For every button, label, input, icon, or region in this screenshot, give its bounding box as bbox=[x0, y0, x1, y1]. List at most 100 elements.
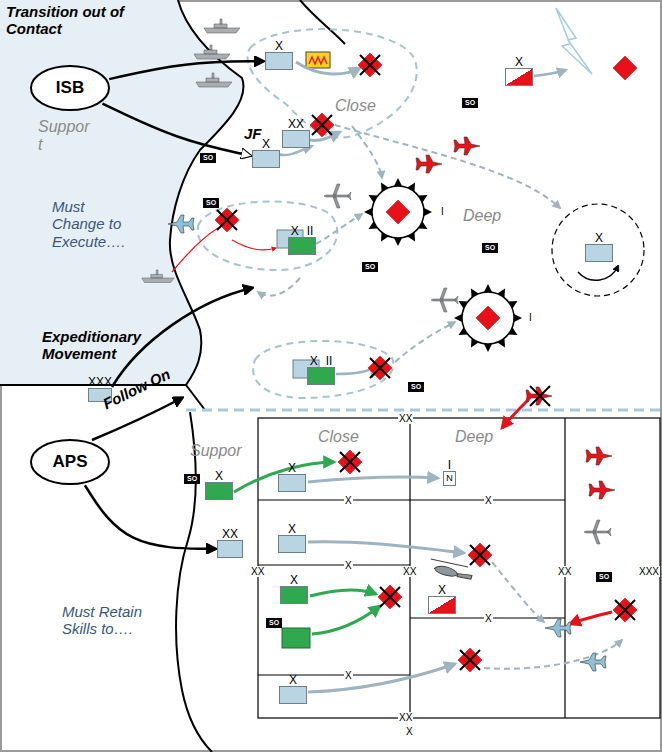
target-diamond bbox=[458, 648, 482, 672]
operation-envelope bbox=[248, 29, 417, 137]
echelon-mark: II bbox=[307, 225, 314, 238]
echelon-mark: X bbox=[288, 523, 296, 536]
echelon-mark: X bbox=[310, 355, 318, 368]
unit-tag: JF bbox=[244, 125, 262, 142]
destroy-cross bbox=[370, 358, 390, 378]
drone-icon bbox=[584, 520, 611, 544]
echelon-mark: XX bbox=[222, 528, 238, 541]
coastline bbox=[176, 412, 212, 752]
ring-tooth bbox=[484, 284, 492, 292]
maneuver-arrow bbox=[534, 70, 566, 76]
unit-mark: N bbox=[446, 474, 453, 483]
movement-arrow bbox=[109, 61, 263, 79]
maneuver-arrow bbox=[502, 400, 528, 428]
ship-icon bbox=[196, 73, 232, 87]
maneuver-arrow bbox=[578, 266, 618, 280]
base-name: ISB bbox=[56, 78, 84, 98]
ring-tooth bbox=[459, 301, 468, 308]
echelon-mark: X bbox=[262, 138, 270, 151]
maneuver-arrow bbox=[258, 278, 300, 296]
ring-tooth bbox=[419, 195, 428, 202]
destroy-cross bbox=[312, 115, 332, 135]
helicopter-icon bbox=[428, 557, 474, 582]
unit-symbol: X bbox=[205, 482, 233, 500]
jet-icon bbox=[454, 137, 480, 155]
target-diamond bbox=[476, 306, 500, 330]
target-diamond bbox=[358, 53, 382, 77]
boundary-mark: XX bbox=[557, 566, 572, 577]
unit-symbol: XX bbox=[282, 130, 310, 148]
ring-tooth bbox=[484, 344, 492, 352]
echelon-row: X II bbox=[302, 355, 340, 368]
boundary-mark: X bbox=[484, 613, 493, 624]
so-tag: SO bbox=[184, 474, 200, 484]
echelon-row: X bbox=[273, 462, 311, 475]
maneuver-arrow bbox=[308, 477, 438, 482]
echelon-mark: X bbox=[215, 470, 223, 483]
ring-tooth bbox=[471, 289, 478, 298]
echelon-row: X bbox=[423, 584, 461, 597]
maneuver-arrow bbox=[312, 606, 380, 634]
jet-icon bbox=[586, 447, 612, 465]
echelon-mark: X bbox=[515, 56, 523, 69]
unit-symbol: X bbox=[278, 535, 306, 553]
maneuver-arrow bbox=[310, 590, 376, 596]
unit-mark: I bbox=[440, 206, 445, 217]
destroy-cross bbox=[530, 386, 550, 406]
so-tag: SO bbox=[266, 618, 282, 628]
area-circle bbox=[552, 204, 644, 296]
echelon-mark: II bbox=[326, 355, 333, 368]
echelon-row: X bbox=[274, 674, 312, 687]
phase-note: Must Retain Skills to…. bbox=[62, 603, 172, 638]
zone-name: Deep bbox=[455, 428, 493, 446]
unit-symbol: X bbox=[585, 244, 613, 262]
jet-icon bbox=[526, 387, 552, 405]
maneuver-arrow bbox=[395, 322, 455, 362]
phase-note: Must Change to Execute…. bbox=[52, 198, 132, 250]
boundary-mark: XXX bbox=[638, 566, 660, 577]
ring-tooth bbox=[509, 301, 518, 308]
echelon-row: XX bbox=[277, 118, 315, 131]
drone-icon bbox=[431, 288, 458, 312]
echelon-mark: X bbox=[291, 225, 299, 238]
destroy-cross bbox=[360, 55, 380, 75]
ring-tooth bbox=[498, 339, 505, 348]
maneuver-arrow bbox=[234, 462, 334, 492]
unit-mark: I bbox=[528, 312, 533, 323]
phase-title: Transition out of Contact bbox=[6, 3, 131, 38]
ring-tooth bbox=[369, 222, 378, 229]
target-diamond bbox=[613, 56, 637, 80]
unit-symbol: X bbox=[505, 68, 533, 86]
destroy-cross bbox=[615, 600, 635, 620]
echelon-mark: X bbox=[288, 462, 296, 475]
sea-area bbox=[0, 0, 244, 385]
so-tag: SO bbox=[362, 262, 378, 272]
boundary-mark: XX bbox=[250, 566, 265, 577]
boundary-mark: XX bbox=[398, 413, 413, 424]
unit-symbol: X bbox=[265, 52, 293, 70]
unit-box bbox=[282, 628, 310, 648]
sensor-symbol bbox=[306, 52, 330, 68]
target-diamond bbox=[468, 543, 492, 567]
so-tag: SO bbox=[200, 153, 216, 163]
unit-symbol: IN bbox=[443, 471, 456, 486]
boundary-mark: X bbox=[344, 495, 353, 506]
maneuver-arrow bbox=[335, 125, 560, 208]
base-ellipse: ISB bbox=[30, 65, 110, 111]
boundary-mark: XX bbox=[398, 712, 413, 723]
maneuver-arrow bbox=[492, 562, 544, 622]
echelon-mark: XXX bbox=[88, 376, 112, 389]
unit-symbol: X bbox=[428, 596, 456, 614]
comm-bolt bbox=[556, 8, 592, 74]
unit-symbol: XX bbox=[217, 540, 243, 558]
echelon-mark: XX bbox=[288, 118, 304, 131]
jet-icon bbox=[545, 619, 571, 637]
echelon-row: X II bbox=[283, 225, 321, 238]
target-diamond bbox=[215, 208, 239, 232]
echelon-mark: X bbox=[275, 40, 283, 53]
sensor-wave bbox=[309, 57, 327, 64]
maneuver-arrow bbox=[308, 542, 464, 553]
